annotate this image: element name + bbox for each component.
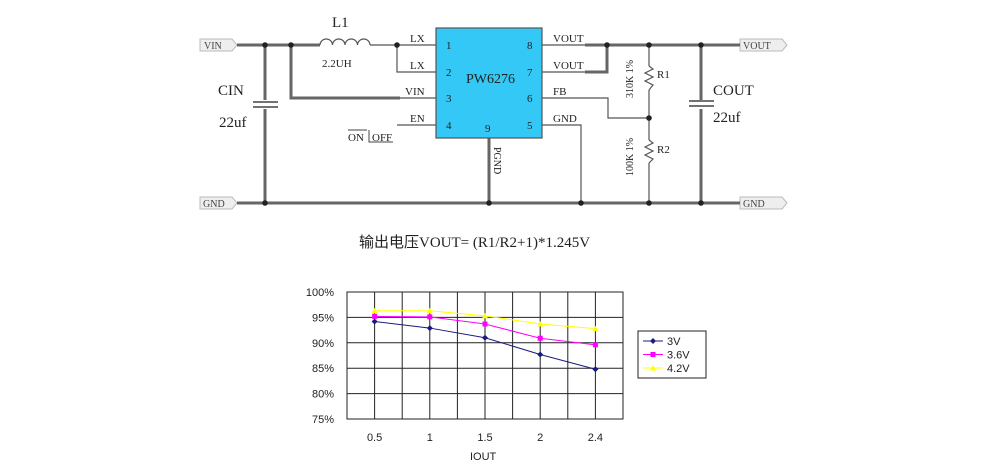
pin-number: 2	[446, 67, 452, 79]
data-point	[371, 318, 378, 325]
schematic: VIN GND VOUT GND	[199, 15, 788, 251]
pin-number: 9	[485, 123, 491, 135]
cin-value: 22uf	[219, 115, 247, 131]
port-vin-label: VIN	[204, 41, 222, 52]
pin-number: 8	[527, 40, 533, 52]
junction-dots	[262, 42, 704, 206]
legend-label: 3V	[667, 336, 681, 348]
y-tick-label: 85%	[312, 363, 334, 375]
port-gnd-left-label: GND	[203, 199, 225, 210]
data-point	[482, 334, 488, 341]
port-gnd-right: GND	[739, 196, 788, 210]
en-off-label: OFF	[372, 132, 392, 144]
port-vout-label: VOUT	[743, 41, 771, 52]
chart-series	[371, 307, 599, 373]
y-tick-label: 95%	[312, 312, 334, 324]
port-gnd-left: GND	[199, 196, 238, 210]
pin-label: VOUT	[553, 60, 584, 72]
data-point	[592, 366, 599, 373]
pin-number: 5	[527, 120, 533, 132]
pin-label: EN	[410, 113, 425, 125]
r2-name: R2	[657, 144, 670, 156]
series-4.2V	[371, 307, 599, 332]
pin-label: PGND	[491, 147, 502, 174]
port-vout: VOUT	[739, 38, 788, 52]
data-point	[650, 352, 656, 357]
data-point	[482, 321, 488, 327]
series-3V	[371, 318, 599, 373]
data-point	[426, 325, 433, 332]
data-point	[650, 338, 656, 344]
x-axis-ticks: 0.5 1 1.5 2 2.4	[367, 432, 603, 444]
chip-pw6276: PW6276 1 2 3 4 LX LX VIN EN 8 7 6 5 VOUT…	[405, 27, 584, 174]
y-axis-ticks: 100% 95% 90% 85% 80% 75%	[306, 287, 334, 426]
cout-name: COUT	[713, 83, 754, 99]
en-on-off: ON OFF	[348, 129, 393, 144]
cout-value: 22uf	[713, 110, 741, 126]
cin-name: CIN	[218, 83, 244, 99]
data-point	[426, 307, 433, 314]
pin-number: 7	[527, 67, 533, 79]
x-tick-label: 0.5	[367, 432, 382, 444]
pin-number: 1	[446, 40, 452, 52]
y-tick-label: 80%	[312, 389, 334, 401]
y-tick-label: 75%	[312, 414, 334, 426]
data-point	[537, 351, 544, 358]
data-point	[650, 365, 656, 371]
pin-number: 3	[446, 93, 452, 105]
series-3.6V	[372, 313, 598, 348]
data-point	[372, 313, 378, 319]
pin-label: VIN	[405, 86, 425, 98]
l1-name: L1	[332, 15, 349, 31]
legend: 3V 3.6V4.2V	[637, 330, 707, 379]
y-tick-label: 100%	[306, 287, 334, 299]
data-point	[592, 342, 598, 348]
pin-label: LX	[410, 60, 425, 72]
vout-formula: 输出电压VOUT= (R1/R2+1)*1.245V	[359, 234, 590, 251]
en-on-label: ON	[348, 132, 364, 144]
resistor-r1: R1 310K 1%	[625, 60, 670, 98]
pin-number: 4	[446, 120, 452, 132]
r1-value: 310K 1%	[625, 60, 636, 98]
port-gnd-right-label: GND	[743, 199, 765, 210]
data-point	[371, 307, 378, 314]
l1-value: 2.2UH	[322, 58, 352, 70]
r2-value: 100K 1%	[625, 138, 636, 176]
inductor-l1: L1 2.2UH	[319, 15, 371, 70]
x-tick-label: 2	[537, 432, 543, 444]
data-point	[537, 321, 544, 327]
data-point	[592, 325, 599, 332]
pin-label: VOUT	[553, 33, 584, 45]
x-tick-label: 1.5	[477, 432, 492, 444]
x-tick-label: 2.4	[588, 432, 603, 444]
legend-label: 4.2V	[667, 363, 690, 375]
pin-label: GND	[553, 113, 577, 125]
resistor-r2: R2 100K 1%	[625, 138, 670, 176]
legend-label: 3.6V	[667, 350, 690, 362]
r1-name: R1	[657, 69, 670, 81]
data-point	[427, 314, 433, 320]
pin-number: 6	[527, 93, 533, 105]
pin-label: FB	[553, 86, 566, 98]
legend-item: 3.6V	[643, 350, 690, 362]
capacitor-cin: CIN 22uf	[218, 83, 278, 131]
x-axis-label: IOUT	[470, 451, 497, 463]
chip-name: PW6276	[466, 72, 515, 87]
legend-item: 3V	[643, 336, 681, 348]
data-point	[537, 335, 543, 341]
y-tick-label: 90%	[312, 338, 334, 350]
legend-item: 4.2V	[643, 363, 690, 375]
wires	[237, 43, 740, 205]
port-vin: VIN	[199, 38, 238, 52]
x-tick-label: 1	[427, 432, 433, 444]
pin-label: LX	[410, 33, 425, 45]
capacitor-cout: COUT 22uf	[689, 83, 754, 126]
data-point	[482, 312, 488, 319]
